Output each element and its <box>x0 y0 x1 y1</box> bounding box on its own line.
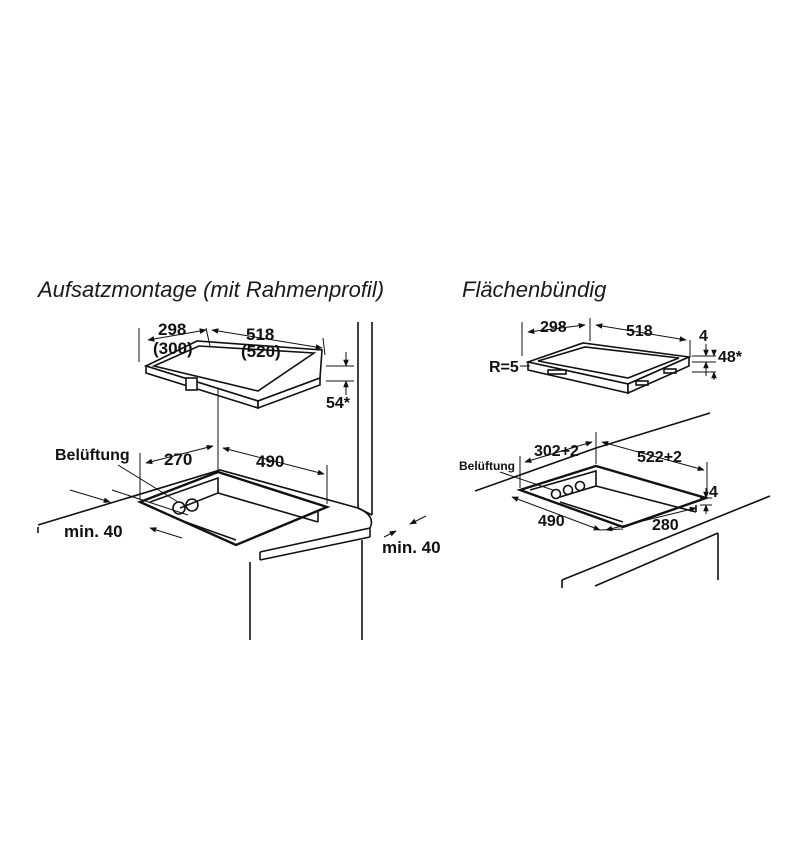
right-dim-280: 280 <box>652 517 679 534</box>
right-countertop <box>474 412 771 588</box>
right-dim-298: 298 <box>540 319 567 336</box>
left-dim-298: 298 <box>158 320 186 339</box>
left-cutout <box>136 470 331 547</box>
right-diagram: Flächenbündig 298 518 R=5 4 48* <box>459 277 771 588</box>
right-cooktop <box>525 342 692 395</box>
right-ventilation-label: Belüftung <box>459 459 515 473</box>
right-title: Flächenbündig <box>462 277 607 302</box>
right-dim-4-top: 4 <box>699 328 708 345</box>
left-min40-right: min. 40 <box>382 538 441 557</box>
left-title: Aufsatzmontage (mit Rahmenprofil) <box>36 277 384 302</box>
left-dim-300: (300) <box>153 339 193 358</box>
left-min40-left: min. 40 <box>64 522 123 541</box>
right-radius-label: R=5 <box>489 359 519 376</box>
left-dim-490: 490 <box>256 452 284 471</box>
right-dim-522: 522+2 <box>637 449 682 466</box>
right-dim-48: 48* <box>718 349 743 366</box>
left-ventilation-label: Belüftung <box>55 447 130 464</box>
left-dim-520: (520) <box>241 342 281 361</box>
right-dim-518: 518 <box>626 323 653 340</box>
right-dim-4-cut: 4 <box>709 484 718 501</box>
left-dim-54: 54* <box>326 395 351 412</box>
left-countertop <box>37 469 373 640</box>
right-dim-302: 302+2 <box>534 443 579 460</box>
left-cooktop <box>143 340 323 410</box>
left-dim-270: 270 <box>164 450 192 469</box>
left-diagram: Aufsatzmontage (mit Rahmenprofil) 298 (3… <box>36 277 441 640</box>
right-dim-490: 490 <box>538 513 565 530</box>
left-dim-518: 518 <box>246 325 274 344</box>
